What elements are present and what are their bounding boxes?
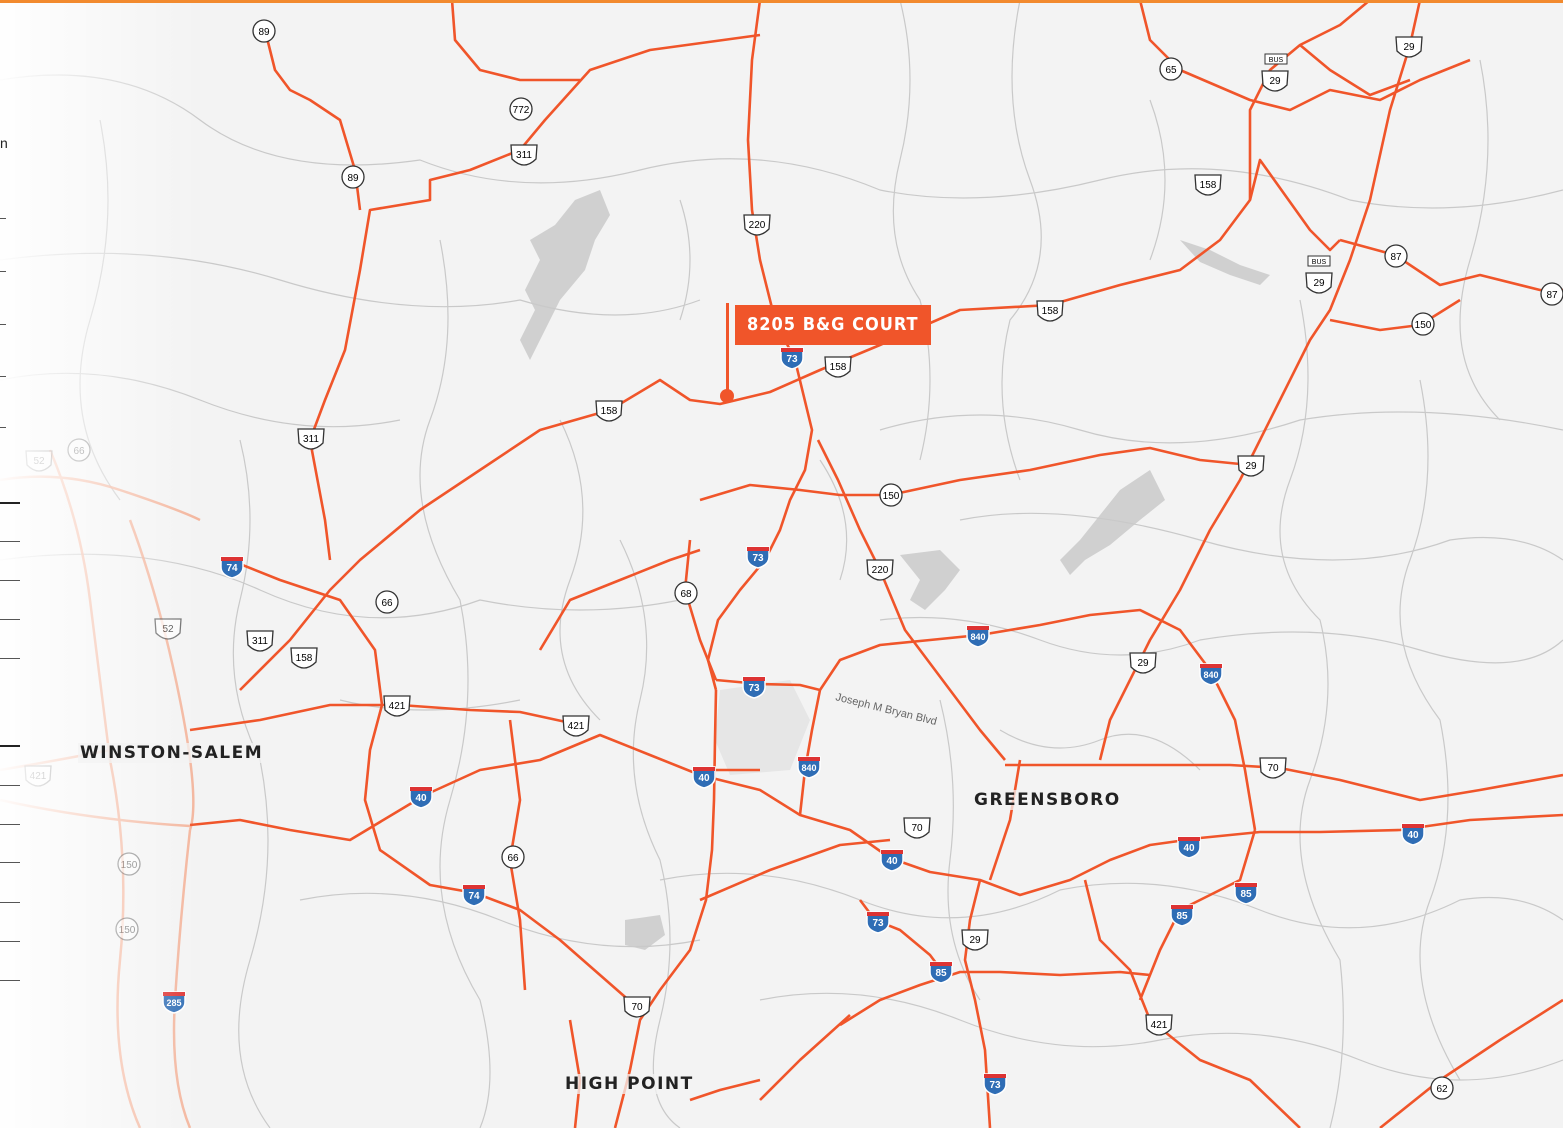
us-shield-29: 29	[969, 935, 981, 946]
interstate-shield-285: 285	[166, 998, 181, 1008]
us-shield-158: 158	[601, 406, 618, 417]
us-shield-158: 158	[830, 362, 847, 373]
city-label-high-point: HIGH POINT	[563, 1074, 696, 1094]
interstate-shield-40: 40	[1183, 843, 1195, 854]
bus-label: BUS	[1269, 57, 1284, 64]
state-shield-66: 66	[73, 446, 85, 457]
edge-tick	[0, 218, 6, 219]
edge-tick	[0, 619, 20, 620]
edge-tick	[0, 580, 20, 581]
us-shield-158: 158	[1200, 180, 1217, 191]
interstate-shield-40: 40	[415, 793, 427, 804]
property-callout-stem	[726, 303, 729, 396]
state-shield-66: 66	[507, 853, 519, 864]
interstate-shield-85: 85	[1176, 911, 1188, 922]
state-shield-150: 150	[121, 860, 138, 871]
interstate-shield-40: 40	[886, 856, 898, 867]
city-label-greensboro: GREENSBORO	[972, 790, 1123, 810]
interstate-shield-73: 73	[872, 918, 884, 929]
state-shield-87: 87	[1390, 252, 1402, 263]
state-shield-66: 66	[381, 598, 393, 609]
interstate-shield-74: 74	[468, 891, 480, 902]
us-shield-52: 52	[162, 624, 174, 635]
state-shield-772: 772	[513, 105, 530, 116]
interstate-shield-840: 840	[970, 632, 985, 642]
state-shield-87: 87	[1546, 290, 1558, 301]
us-shield-421: 421	[568, 721, 585, 732]
edge-tick	[0, 824, 20, 825]
state-shield-150: 150	[1415, 320, 1432, 331]
us-shield-158: 158	[296, 653, 313, 664]
edge-tick	[0, 980, 20, 981]
us-shield-29: 29	[1137, 658, 1149, 669]
interstate-shield-73: 73	[786, 354, 798, 365]
faded-roads	[0, 449, 201, 1128]
us-shield-70: 70	[1267, 763, 1279, 774]
us-shield-311: 311	[516, 150, 532, 161]
us-route-shields: 311 311 311 220 220 158 158 158 158 158 …	[24, 36, 1423, 1036]
clipped-edge-text: n	[0, 135, 8, 151]
edge-tick	[0, 376, 6, 377]
interstate-shield-840: 840	[801, 763, 816, 773]
us-shield-158: 158	[1042, 306, 1059, 317]
us-shield-29: 29	[1269, 76, 1281, 87]
us-shield-421: 421	[389, 701, 406, 712]
us-shield-70: 70	[631, 1002, 643, 1013]
top-accent-border	[0, 0, 1563, 3]
state-shield-150: 150	[883, 491, 900, 502]
edge-tick	[0, 502, 20, 504]
interstate-shield-40: 40	[698, 773, 710, 784]
interstate-shield-40: 40	[1407, 830, 1419, 841]
interstate-shield-73: 73	[748, 683, 760, 694]
property-callout-label[interactable]: 8205 B&G COURT	[735, 305, 931, 345]
state-shield-62: 62	[1436, 1084, 1448, 1095]
state-shield-89: 89	[258, 27, 270, 38]
interstate-shield-73: 73	[989, 1080, 1001, 1091]
state-shield-89: 89	[347, 173, 359, 184]
city-label-winston-salem: WINSTON-SALEM	[78, 743, 266, 763]
us-shield-52: 52	[33, 456, 45, 467]
edge-tick	[0, 745, 20, 747]
interstate-shield-74: 74	[226, 563, 238, 574]
edge-tick	[0, 324, 6, 325]
edge-tick	[0, 427, 6, 428]
edge-tick	[0, 658, 20, 659]
edge-tick	[0, 271, 6, 272]
us-shield-311: 311	[252, 636, 268, 647]
us-shield-29: 29	[1245, 461, 1257, 472]
interstate-shield-840: 840	[1203, 670, 1218, 680]
state-shield-68: 68	[680, 589, 692, 600]
edge-tick	[0, 785, 20, 786]
bus-label: BUS	[1312, 259, 1327, 266]
state-shield-65: 65	[1165, 65, 1177, 76]
us-shield-220: 220	[872, 565, 889, 576]
us-shield-220: 220	[749, 220, 766, 231]
us-shield-70: 70	[911, 823, 923, 834]
us-shield-421: 421	[30, 771, 47, 782]
street-label-joseph-m-bryan-blvd: Joseph M Bryan Blvd	[834, 691, 938, 728]
interstate-shield-73: 73	[752, 553, 764, 564]
interstate-shield-85: 85	[935, 968, 947, 979]
edge-tick	[0, 941, 20, 942]
us-shield-311: 311	[303, 434, 319, 445]
state-shield-150: 150	[119, 925, 136, 936]
interstate-shield-85: 85	[1240, 889, 1252, 900]
us-shield-29: 29	[1313, 278, 1325, 289]
us-shield-29: 29	[1403, 42, 1415, 53]
edge-tick	[0, 902, 20, 903]
property-pin-icon[interactable]	[720, 389, 734, 403]
water-bodies	[520, 190, 1270, 950]
edge-tick	[0, 541, 20, 542]
edge-tick	[0, 862, 20, 863]
us-shield-421: 421	[1151, 1020, 1168, 1031]
